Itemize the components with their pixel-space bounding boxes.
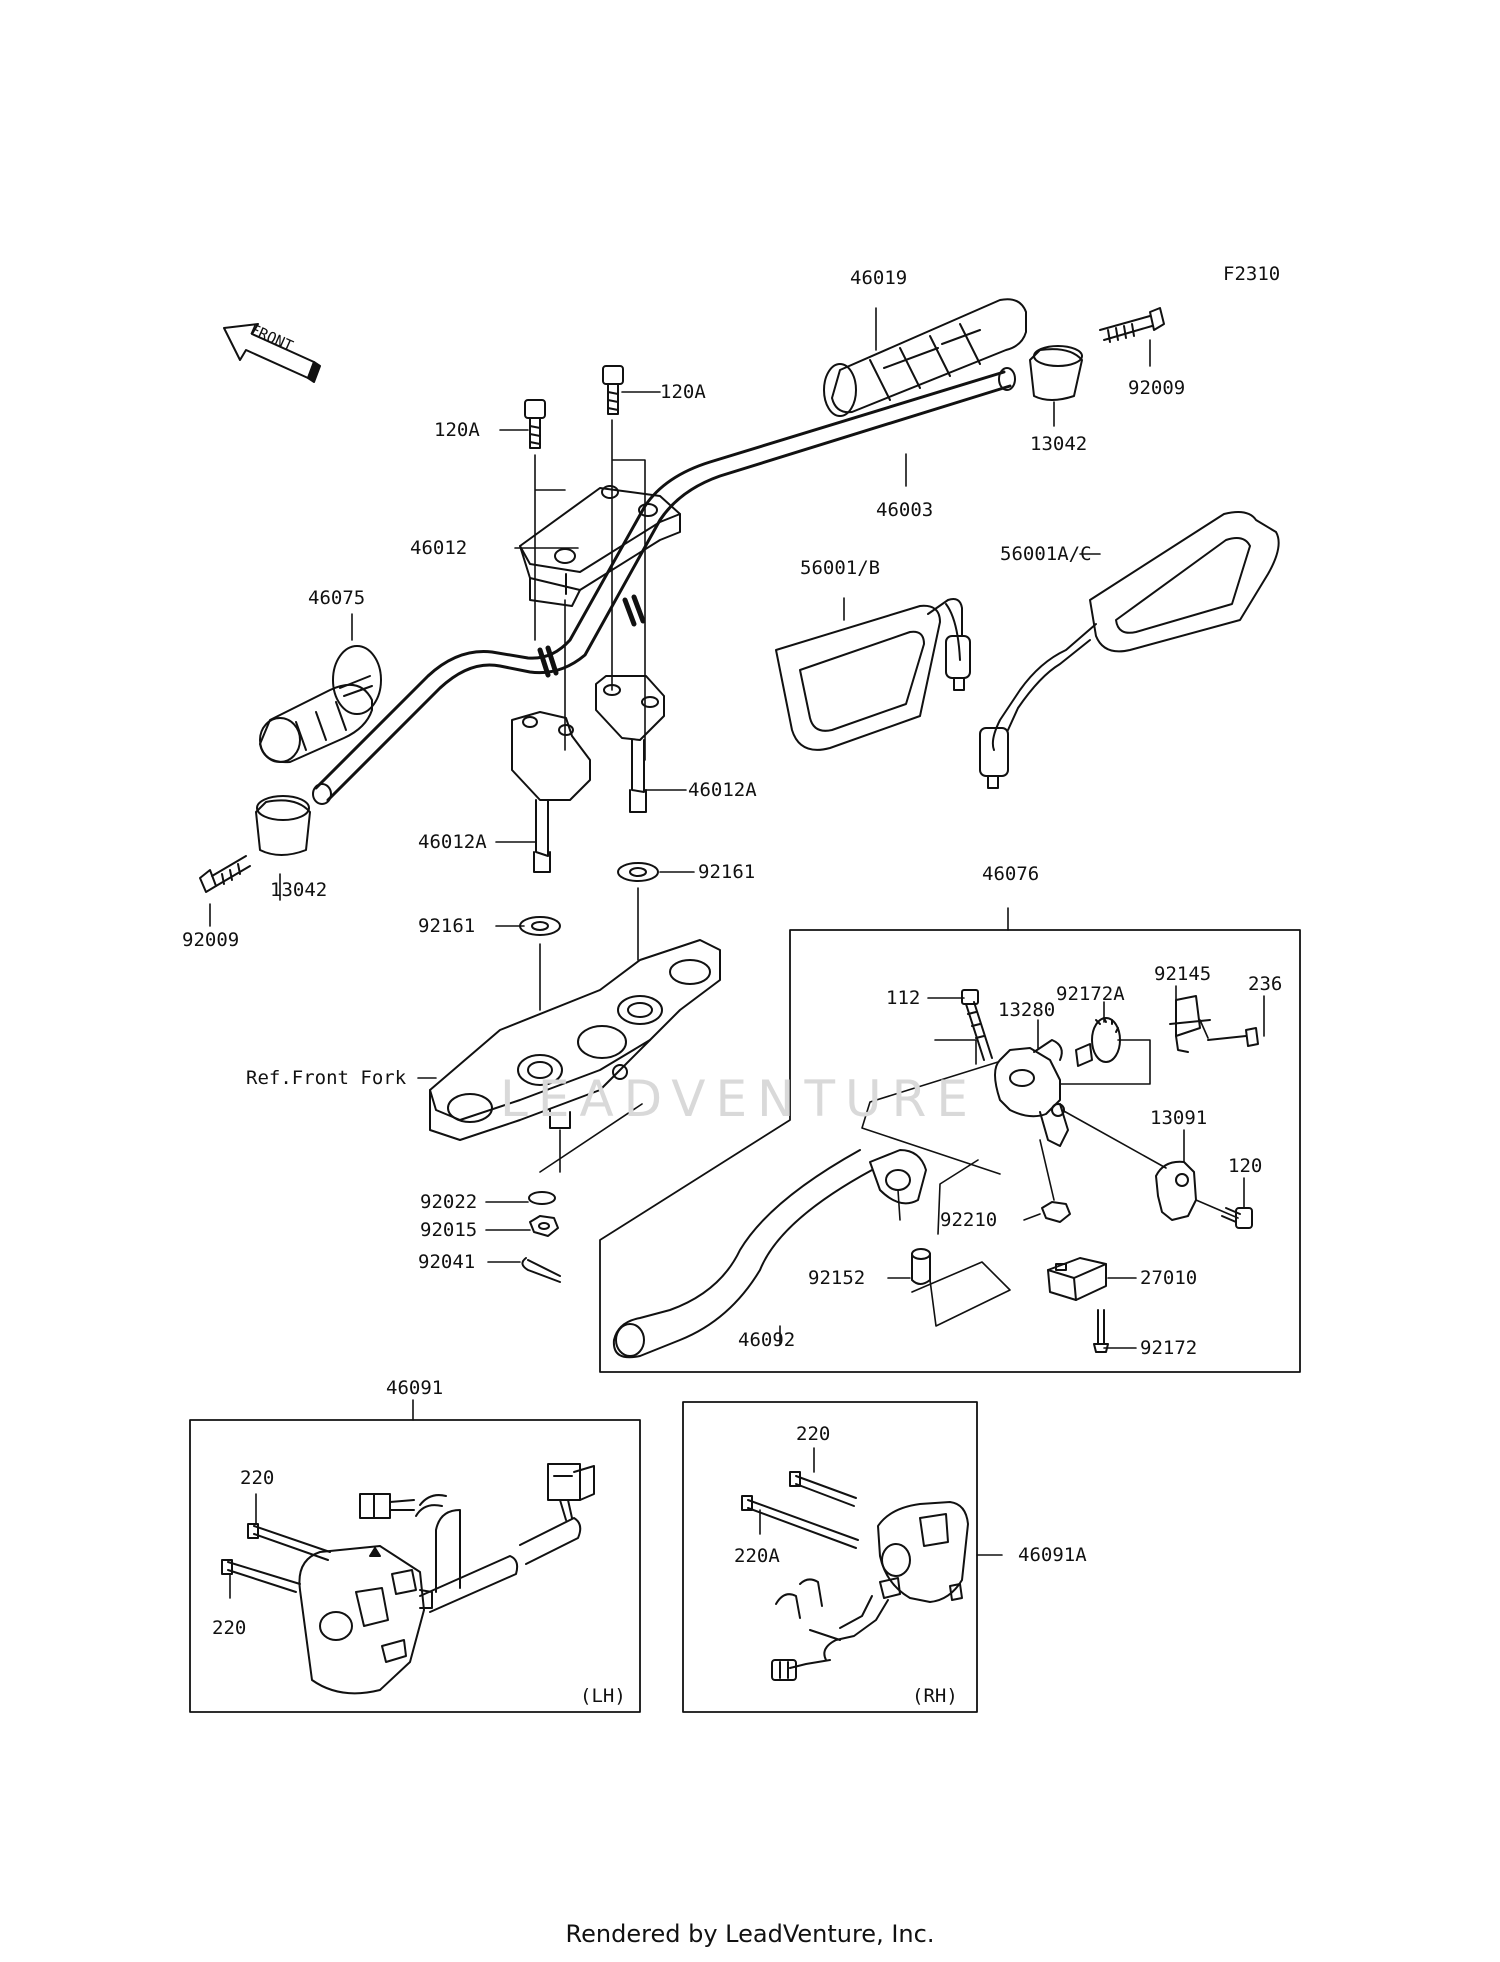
label-46091: 46091 [386, 1377, 444, 1399]
label-92161-left: 92161 [418, 915, 476, 937]
left-switch-housing [298, 1463, 595, 1695]
bar-end-right [1029, 345, 1083, 401]
mirror-left [775, 598, 971, 751]
label-92161-right: 92161 [698, 861, 756, 883]
label-46012a-right: 46012A [688, 779, 757, 801]
label-56001b: 56001/B [800, 557, 881, 579]
label-220-lh-bottom: 220 [212, 1617, 247, 1639]
label-92041: 92041 [418, 1251, 476, 1273]
label-rh: (RH) [912, 1685, 958, 1707]
label-27010: 27010 [1140, 1267, 1198, 1289]
pin-92041 [521, 1257, 561, 1283]
label-92172: 92172 [1140, 1337, 1198, 1359]
label-92152: 92152 [808, 1267, 866, 1289]
nut-92210 [1041, 1201, 1071, 1223]
screw-92172 [1093, 1309, 1109, 1353]
front-arrow-icon: FRONT [223, 320, 321, 383]
label-92022: 92022 [420, 1191, 478, 1213]
figure-code: F2310 [1223, 263, 1281, 285]
bolt-guide-lines [534, 419, 646, 761]
label-220-lh-top: 220 [240, 1467, 275, 1489]
label-46019: 46019 [850, 267, 908, 289]
screw-left [199, 855, 251, 893]
label-46012: 46012 [410, 537, 468, 559]
mirror-right [979, 511, 1280, 789]
label-120: 120 [1228, 1155, 1263, 1177]
washer-92161-left [519, 916, 561, 936]
label-46012a-left: 46012A [418, 831, 487, 853]
right-grip [823, 298, 1027, 417]
label-13091: 13091 [1150, 1107, 1208, 1129]
screw-236 [1207, 1027, 1259, 1047]
label-92015: 92015 [420, 1219, 478, 1241]
label-13280: 13280 [998, 999, 1056, 1021]
clamp-13091 [1155, 1160, 1197, 1221]
label-46075: 46075 [308, 587, 366, 609]
handlebar [312, 367, 1016, 805]
label-236: 236 [1248, 973, 1283, 995]
lower-holder-left [511, 711, 591, 873]
collar-92152 [911, 1248, 931, 1285]
label-92009-left: 92009 [182, 929, 240, 951]
screws-220-lh [221, 1523, 331, 1593]
brake-lever [612, 1149, 927, 1359]
label-46091a: 46091A [1018, 1544, 1087, 1566]
leader-lines [209, 307, 1265, 1599]
label-lh: (LH) [580, 1685, 626, 1707]
screw-right [1099, 307, 1165, 343]
label-92210: 92210 [940, 1209, 998, 1231]
screws-220-rh [741, 1471, 859, 1549]
label-220-rh: 220 [796, 1423, 831, 1445]
box-46091a [682, 1401, 978, 1713]
right-switch-housing [771, 1501, 969, 1681]
washer-92161-right [617, 862, 659, 882]
upper-holder [519, 485, 681, 607]
clip-92145 [1169, 995, 1211, 1053]
left-grip [259, 645, 382, 764]
label-13042-left: 13042 [270, 879, 328, 901]
bar-end-left [255, 795, 311, 856]
label-92009-right: 92009 [1128, 377, 1186, 399]
box-46076 [599, 929, 1301, 1373]
adjuster-92172a [1075, 1017, 1121, 1067]
box-46091 [189, 1419, 641, 1713]
label-13042-right: 13042 [1030, 433, 1088, 455]
label-56001ac: 56001A/C [1000, 543, 1092, 565]
label-120a-left: 120A [434, 419, 480, 441]
bolt-120a-left [524, 399, 546, 449]
nut-92015 [529, 1215, 559, 1237]
footer-credit: Rendered by LeadVenture, Inc. [565, 1920, 935, 1948]
assembly-lines [861, 1019, 1239, 1327]
label-120a-top: 120A [660, 381, 706, 403]
label-46092: 46092 [738, 1329, 796, 1351]
bolt-112 [961, 989, 993, 1061]
label-92172a: 92172A [1056, 983, 1125, 1005]
lever-holder [994, 1039, 1069, 1147]
switch-27010 [1047, 1257, 1107, 1301]
washer-92022 [528, 1191, 556, 1205]
label-220a: 220A [734, 1545, 780, 1567]
label-92145: 92145 [1154, 963, 1212, 985]
label-112: 112 [886, 987, 921, 1009]
watermark: LEADVENTURE [500, 1070, 978, 1128]
label-46003: 46003 [876, 499, 934, 521]
lower-holder-right [595, 675, 665, 813]
steering-bracket [429, 939, 721, 1141]
label-ref-front-fork: Ref.Front Fork [246, 1067, 407, 1089]
bolt-120a-right [602, 365, 624, 415]
label-46076: 46076 [982, 863, 1040, 885]
